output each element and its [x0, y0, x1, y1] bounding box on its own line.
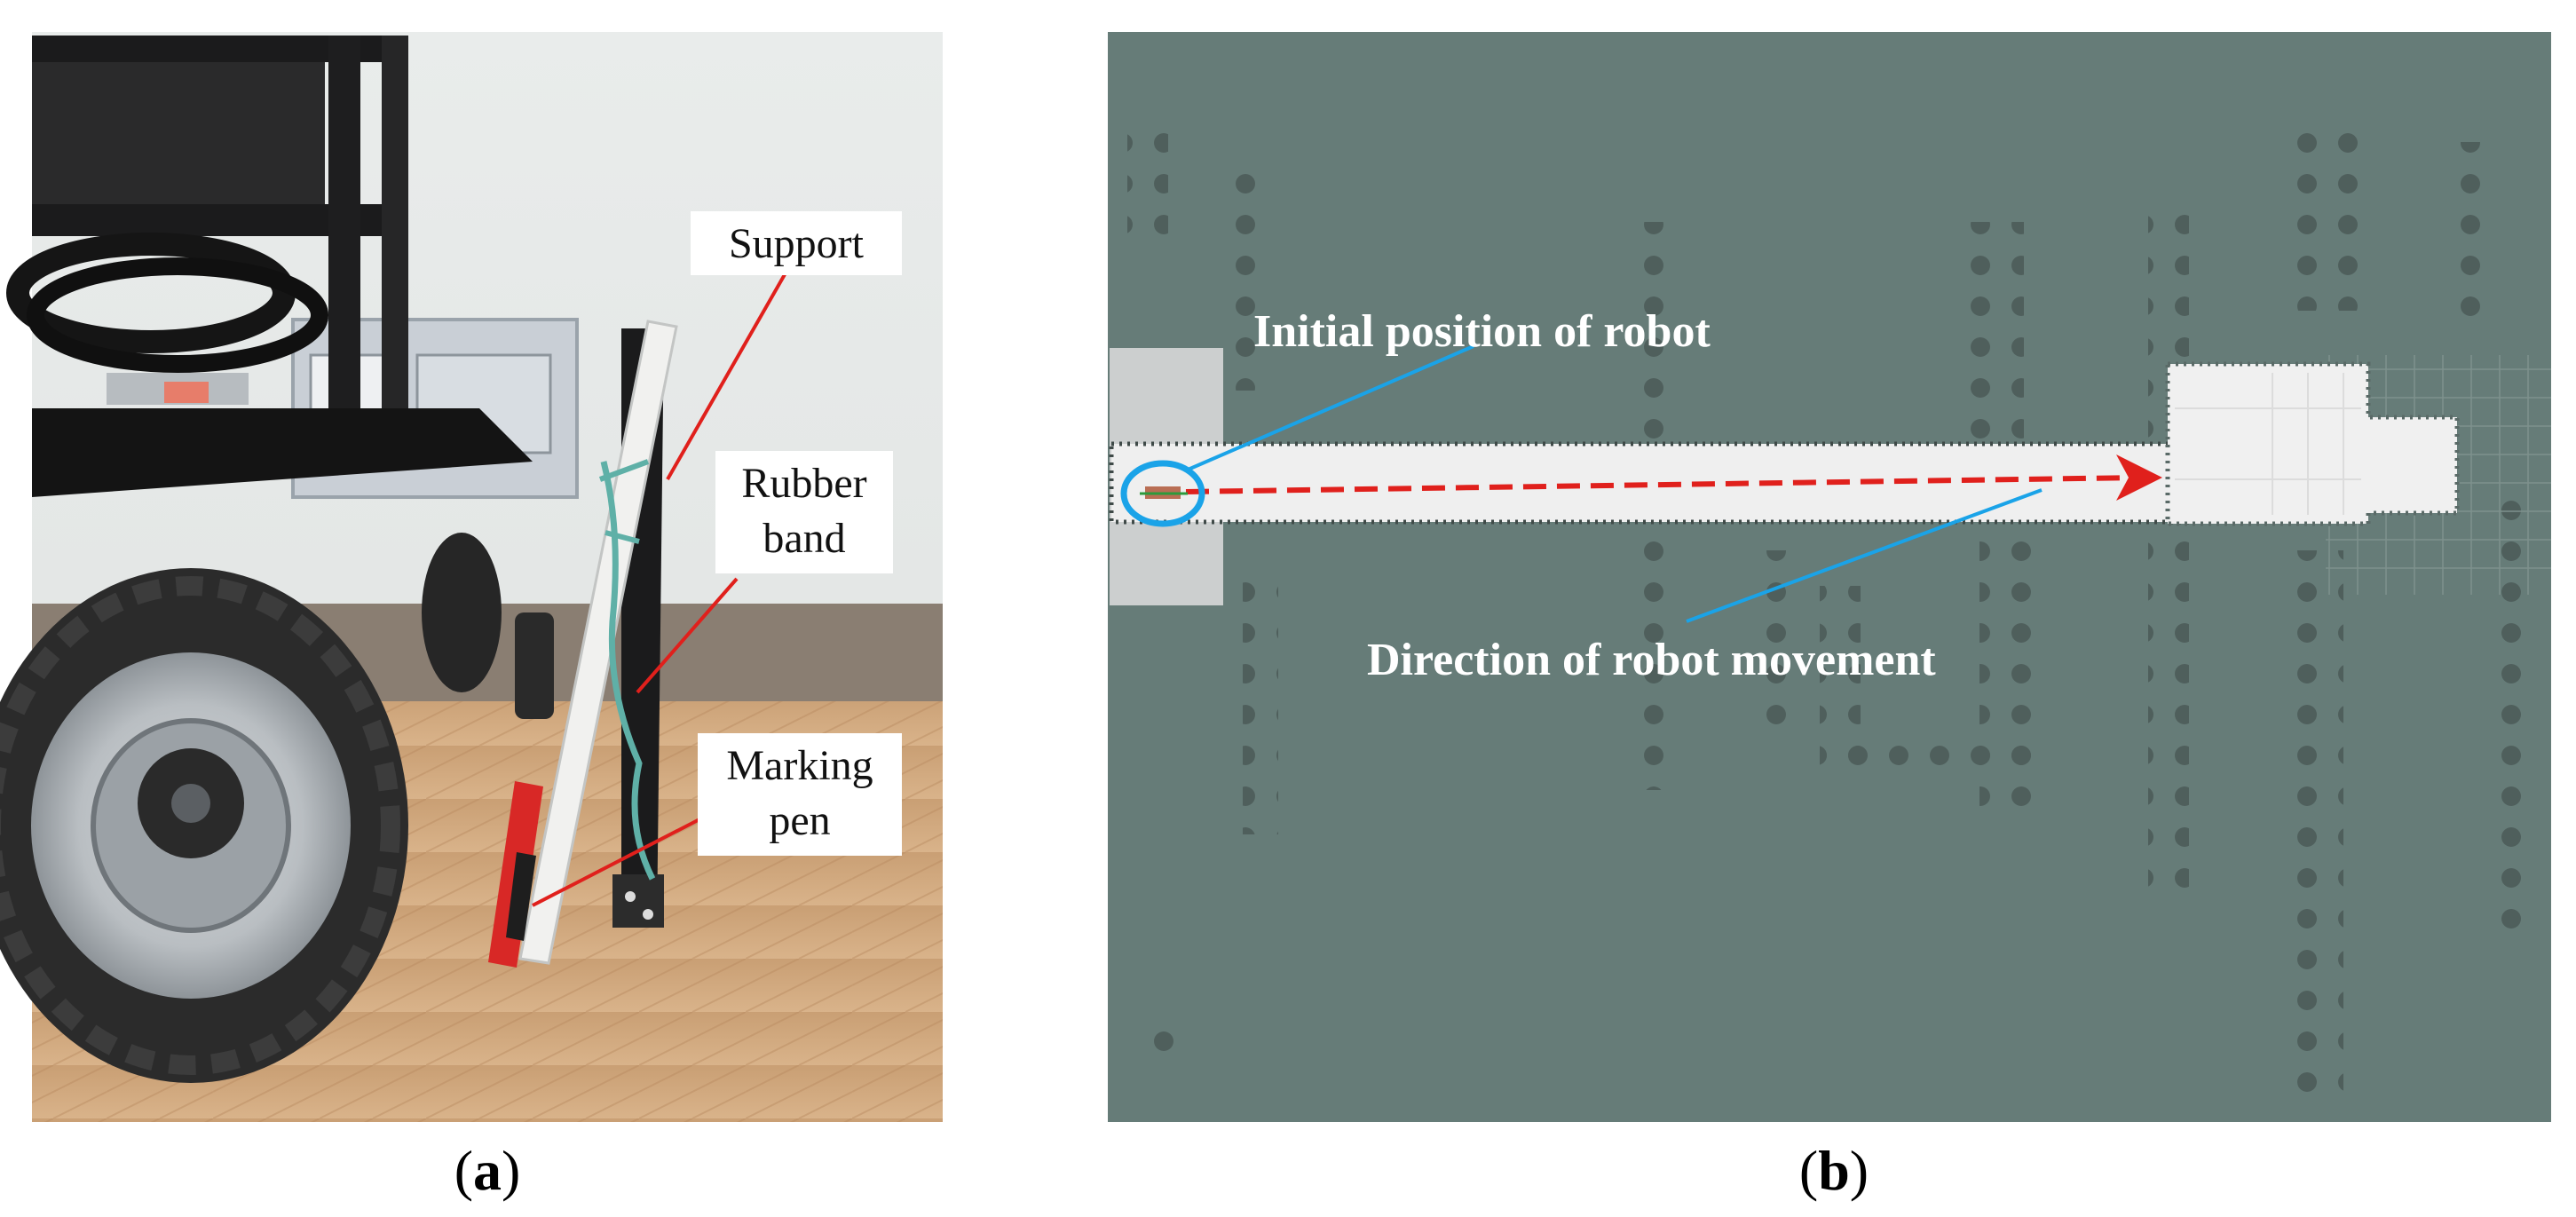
panel-a-leader-lines	[532, 257, 796, 907]
marking-pen	[488, 781, 543, 968]
robot-frame	[6, 36, 554, 719]
rear-wheel	[422, 533, 502, 692]
label-marking-pen: Marking pen	[698, 733, 902, 856]
robot-initial-marker	[1120, 460, 1205, 527]
caption-a: (a)	[454, 1139, 521, 1202]
caption-b: (b)	[1799, 1139, 1869, 1202]
label-initial-position: Initial position of robot	[1253, 306, 1711, 357]
svg-text:pen: pen	[769, 797, 830, 844]
support-pipe	[518, 320, 678, 965]
svg-text:Rubber: Rubber	[741, 460, 866, 507]
svg-text:band: band	[763, 515, 845, 562]
panel-a-photo: Support Rubber band Marking pen	[0, 32, 943, 1122]
label-rubber-band: Rubber band	[715, 451, 893, 573]
panel-b-map: Initial position of robot Direction of r…	[1108, 32, 2551, 1122]
movement-path-arrow	[1185, 475, 2140, 494]
svg-text:Support: Support	[729, 220, 865, 267]
rubber-band	[600, 461, 656, 881]
svg-text:Marking: Marking	[726, 742, 873, 789]
map-obstacles	[1127, 133, 2526, 1101]
label-support: Support	[691, 211, 902, 275]
movement-arrowhead	[2116, 454, 2162, 501]
map-callout-lines	[1185, 344, 2043, 623]
robot-wheel	[0, 568, 408, 1083]
rubber-band-loop	[598, 459, 650, 544]
label-direction: Direction of robot movement	[1367, 635, 1936, 685]
